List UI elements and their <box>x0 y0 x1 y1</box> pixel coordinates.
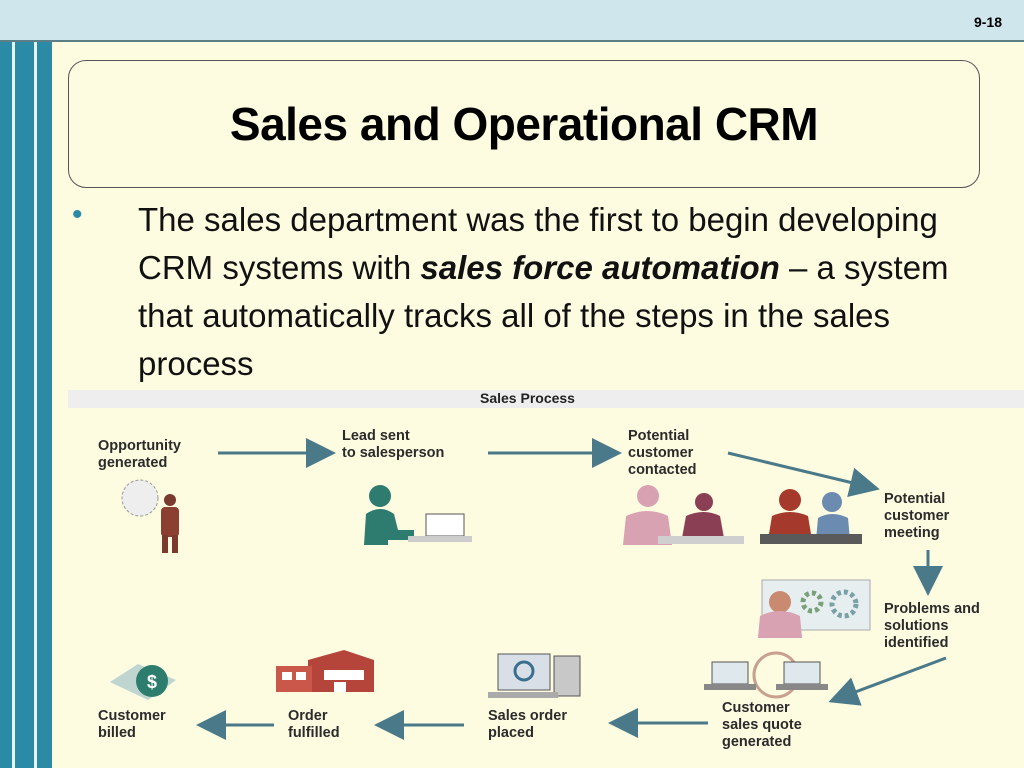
diagram-title: Sales Process <box>480 390 575 406</box>
left-bar-stripe <box>34 42 37 768</box>
bullet-text-part1: The sales department was the first to be… <box>138 201 938 286</box>
bullet-text-part2: – a system that automatically tracks all… <box>138 249 949 382</box>
slide-number: 9-18 <box>973 14 1002 30</box>
bullet-text: The sales department was the first to be… <box>138 196 1008 388</box>
dollar-billing-icon: $ <box>110 664 176 700</box>
problems-solutions-icon <box>758 579 871 638</box>
salesperson-laptop-icon <box>364 485 472 545</box>
arrow-3 <box>727 451 880 497</box>
sales-quote-computers-icon <box>704 651 828 699</box>
customer-contacted-icon <box>623 485 744 545</box>
slide-title: Sales and Operational CRM <box>229 98 819 150</box>
arrow-5 <box>828 656 947 706</box>
sales-process-diagram: Sales Process <box>68 390 1024 768</box>
lightbulb-person-icon <box>121 479 179 553</box>
left-bar-stripe <box>12 42 15 768</box>
customer-meeting-icon <box>760 489 862 544</box>
diagram-title-band <box>68 390 1024 408</box>
bullet-emphasis: sales force automation <box>420 249 780 286</box>
top-bar: 9-18 <box>0 0 1024 42</box>
title-box: Sales and Operational CRM <box>68 60 980 188</box>
svg-text:$: $ <box>147 672 157 692</box>
left-accent-bar <box>0 42 52 768</box>
warehouse-building-icon <box>276 650 374 692</box>
bullet-marker: • <box>72 198 83 231</box>
computer-order-icon <box>488 653 581 698</box>
diagram-artwork: $ <box>110 438 947 740</box>
